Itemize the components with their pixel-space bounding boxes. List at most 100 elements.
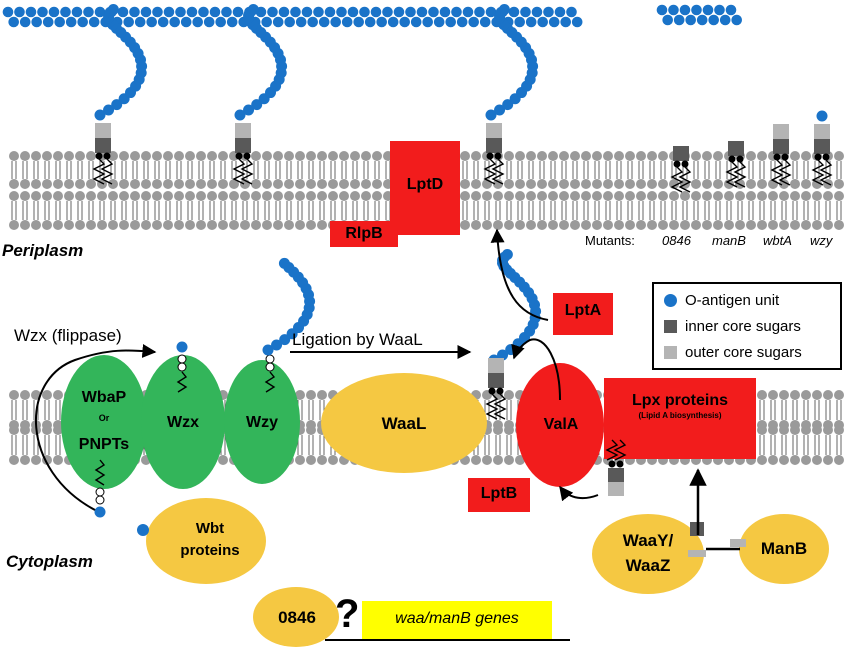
o-antigen-unit	[152, 6, 163, 18]
lipid-head	[526, 191, 536, 201]
lipid-head	[317, 179, 327, 189]
lipid-head	[53, 220, 63, 230]
lipid-head	[581, 179, 591, 189]
lipid-head	[823, 191, 833, 201]
lipid-head	[218, 220, 228, 230]
o-antigen-unit	[267, 6, 278, 18]
o-antigen-unit	[531, 6, 543, 18]
lipid-head	[152, 151, 162, 161]
inner-core-sugar	[486, 138, 502, 153]
o-antigen-unit	[494, 104, 506, 116]
lipid-head	[790, 179, 800, 189]
o-antigen-unit	[474, 6, 485, 18]
o-antigen-unit	[433, 16, 445, 28]
lipid-head	[801, 220, 811, 230]
lipid-head	[757, 179, 767, 189]
lipid-head	[9, 151, 19, 161]
lipid-head	[504, 151, 514, 161]
lipid-head	[537, 191, 547, 201]
lipid-head	[636, 151, 646, 161]
lipid-head	[647, 220, 657, 230]
lipid-head	[504, 455, 514, 465]
cytoplasm-label: Cytoplasm	[6, 552, 93, 571]
o-antigen-unit	[416, 6, 428, 18]
lipid-head	[185, 191, 195, 201]
o-antigen-unit	[685, 14, 696, 26]
lipid-head	[493, 220, 503, 230]
lipid-head	[592, 191, 602, 201]
lipid-head	[702, 151, 712, 161]
o-antigen-unit	[708, 14, 719, 26]
lipid-head	[108, 191, 118, 201]
lipid-head	[31, 179, 41, 189]
lipid-head	[548, 191, 558, 201]
lipid-head	[20, 191, 30, 201]
lipid-head	[339, 151, 349, 161]
lipid-head	[493, 455, 503, 465]
lipid-head	[196, 191, 206, 201]
lipid-head	[53, 151, 63, 161]
lipid-head	[196, 179, 206, 189]
lipid-head	[592, 179, 602, 189]
o-antigen-unit	[290, 6, 301, 18]
lipid-head	[647, 179, 657, 189]
lipid-head	[75, 220, 85, 230]
lipid-head	[834, 179, 844, 189]
lipid-head	[592, 220, 602, 230]
mutant-manb: manB	[712, 233, 746, 248]
lipid-head	[834, 390, 844, 400]
o-antigen-unit	[696, 14, 708, 26]
mutants-label: Mutants:	[585, 233, 635, 248]
inner-core-sugar	[608, 468, 624, 482]
o-antigen-unit	[301, 6, 313, 18]
lipid-head	[273, 151, 283, 161]
lipid-head	[42, 179, 52, 189]
outer-core-sugar	[730, 539, 746, 547]
lipid-head	[801, 151, 811, 161]
lipid-head	[339, 179, 349, 189]
lipid-head	[559, 151, 569, 161]
o-antigen-unit	[731, 14, 742, 26]
o-antigen-unit	[359, 6, 370, 18]
o-antigen-unit	[468, 16, 480, 28]
lipid-head	[350, 179, 360, 189]
lipid-head	[9, 179, 19, 189]
o-antigen-unit	[215, 16, 226, 28]
lipid-head	[548, 151, 558, 161]
lipid-head	[559, 191, 569, 201]
lipid-head	[713, 220, 723, 230]
o-antigen-unit	[382, 6, 393, 18]
lipid-head	[9, 425, 19, 435]
lipid-head	[141, 151, 151, 161]
lipid-head	[834, 191, 844, 201]
question-mark: ?	[335, 592, 360, 636]
lipid-head	[97, 191, 107, 201]
lpx-box	[604, 378, 756, 459]
o-antigen-unit	[548, 16, 560, 28]
lipid-head	[790, 455, 800, 465]
o-antigen-unit	[8, 16, 19, 28]
lipid-head	[196, 220, 206, 230]
lipid-head	[493, 191, 503, 201]
lipid-head	[306, 425, 316, 435]
phosphate	[177, 354, 187, 364]
lipid-head	[614, 151, 624, 161]
lipid-head	[306, 455, 316, 465]
lipid-head	[174, 179, 184, 189]
o-antigen-unit	[324, 6, 336, 18]
o-antigen-unit	[662, 14, 673, 26]
lipid-head	[691, 151, 701, 161]
lipid-head	[119, 220, 129, 230]
lipid-head	[460, 191, 470, 201]
lipid-head	[691, 220, 701, 230]
o-antigen-unit	[107, 3, 119, 15]
lipid-head	[317, 455, 327, 465]
lipid-head	[295, 455, 305, 465]
o-antigen-unit	[571, 16, 583, 28]
o-antigen-unit	[313, 6, 324, 18]
lipid-head	[658, 151, 668, 161]
rlpb-label: RlpB	[345, 225, 383, 242]
lipid-head	[218, 151, 228, 161]
lipid-head	[317, 191, 327, 201]
o-antigen-unit	[387, 16, 399, 28]
